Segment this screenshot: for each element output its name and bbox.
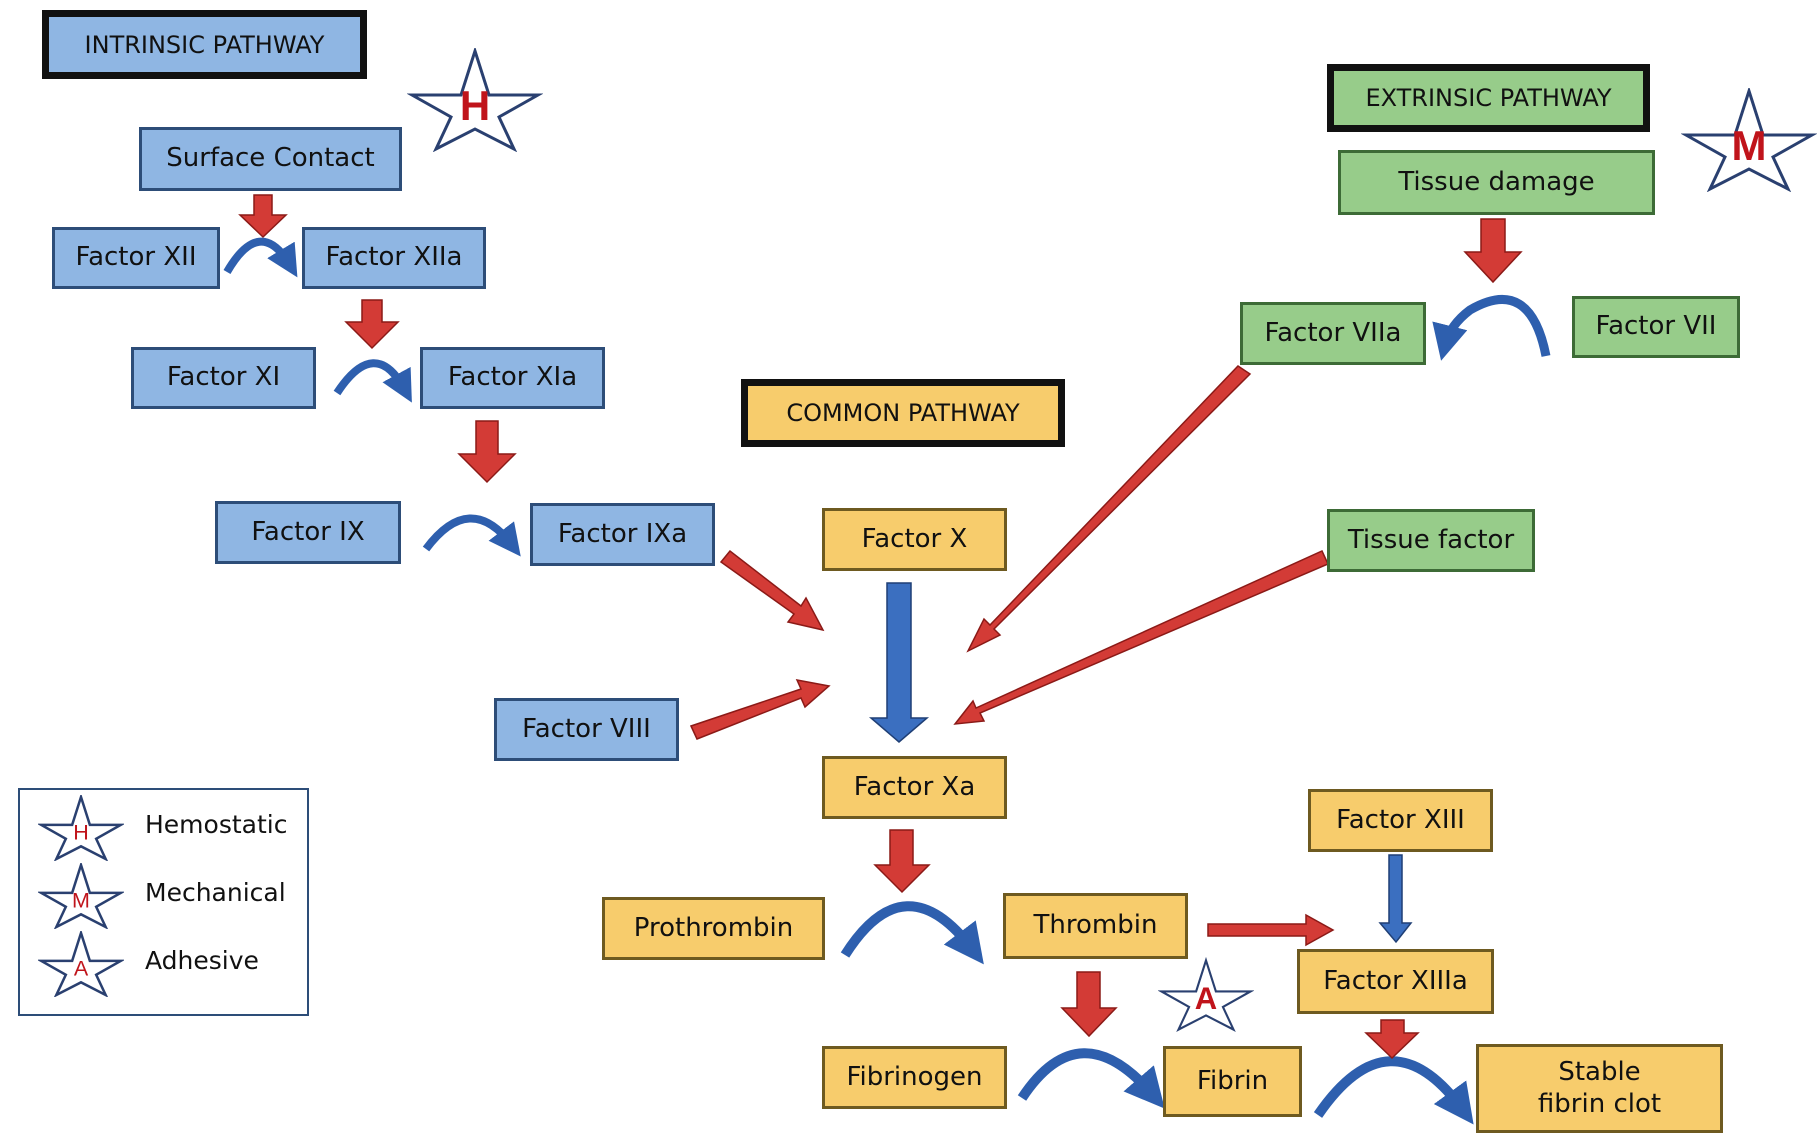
legend: H Hemostatic M Mechanical A Adhesive xyxy=(18,788,309,1016)
legend-label: Hemostatic xyxy=(145,810,288,839)
arrow-fibrinogen-to-fibrin xyxy=(1017,1048,1165,1109)
arrow-factor-ixa-to-x-to-xa xyxy=(719,549,825,632)
arrow-thrombin-to-factor-xiii xyxy=(1207,913,1335,947)
factor-xiia-node: Factor XIIa xyxy=(302,227,486,289)
legend-star-icon: A xyxy=(38,931,124,997)
arrow-factor-xiii-to-xiiia xyxy=(1378,854,1413,944)
arrow-factor-viii-to-x-to-xa xyxy=(689,678,831,740)
surface-contact-node: Surface Contact xyxy=(139,127,402,191)
legend-item-hemostatic: H Hemostatic xyxy=(20,795,307,861)
hemostatic-star-letter: H xyxy=(460,82,490,129)
adhesive-star-letter: A xyxy=(1195,981,1217,1016)
arrow-prothrombin-to-thrombin xyxy=(840,901,984,965)
arrow-factor-xi-to-xia xyxy=(333,359,412,403)
arrow-thrombin-to-fibrinogen xyxy=(1060,971,1118,1038)
factor-x-node: Factor X xyxy=(822,508,1007,571)
factor-ixa-node: Factor IXa xyxy=(530,503,715,566)
factor-xiiia-node: Factor XIIIa xyxy=(1297,949,1494,1014)
factor-xii-node: Factor XII xyxy=(52,227,220,289)
arrow-factor-vii-to-viia xyxy=(1432,295,1551,361)
factor-xi-node: Factor XI xyxy=(131,347,316,409)
stable-fibrin-clot-node: Stable fibrin clot xyxy=(1476,1044,1723,1133)
factor-xia-node: Factor XIa xyxy=(420,347,605,409)
arrow-factor-xii-to-xiia xyxy=(223,237,298,278)
legend-label: Mechanical xyxy=(145,878,286,907)
legend-star-icon: H xyxy=(38,795,124,861)
extrinsic-pathway-header: EXTRINSIC PATHWAY xyxy=(1327,64,1650,132)
factor-viii-node: Factor VIII xyxy=(494,698,679,761)
arrow-fibrin-to-stable-clot xyxy=(1313,1056,1474,1125)
mechanical-star-letter: M xyxy=(1732,122,1767,169)
factor-viia-node: Factor VIIa xyxy=(1240,302,1426,365)
factor-xiii-node: Factor XIII xyxy=(1308,789,1493,852)
tissue-damage-node: Tissue damage xyxy=(1338,150,1655,215)
arrow-factor-ix-to-ixa xyxy=(422,514,521,557)
legend-star-letter: H xyxy=(73,820,89,844)
adhesive-star-icon: A xyxy=(1158,955,1254,1035)
arrow-factor-xiia-to-factor-xi xyxy=(344,299,400,350)
factor-vii-node: Factor VII xyxy=(1572,296,1740,358)
legend-star-icon: M xyxy=(38,863,124,929)
fibrinogen-node: Fibrinogen xyxy=(822,1046,1007,1109)
hemostatic-star-icon: H xyxy=(407,48,543,152)
arrow-factor-xiiia-to-fibrin xyxy=(1364,1019,1420,1060)
arrow-factor-xia-to-factor-ix xyxy=(457,420,517,484)
arrow-factor-viia-to-x-to-xa xyxy=(966,365,1252,653)
arrow-surface-to-factor-xii xyxy=(238,194,288,239)
arrow-tissue-factor-to-x-to-xa xyxy=(953,550,1330,725)
thrombin-node: Thrombin xyxy=(1003,893,1188,959)
mechanical-star-icon: M xyxy=(1681,88,1817,192)
arrow-factor-x-to-xa xyxy=(868,582,930,743)
intrinsic-pathway-header: INTRINSIC PATHWAY xyxy=(42,10,367,79)
prothrombin-node: Prothrombin xyxy=(602,897,825,960)
legend-star-letter: A xyxy=(74,956,89,980)
legend-label: Adhesive xyxy=(145,946,259,975)
legend-star-letter: M xyxy=(72,888,90,912)
tissue-factor-node: Tissue factor xyxy=(1327,509,1535,572)
legend-item-adhesive: A Adhesive xyxy=(20,931,307,997)
arrow-tissue-damage-to-factor-vii xyxy=(1463,218,1523,284)
common-pathway-header: COMMON PATHWAY xyxy=(741,379,1065,447)
arrow-factor-xa-to-prothrombin xyxy=(873,829,931,894)
legend-item-mechanical: M Mechanical xyxy=(20,863,307,929)
factor-ix-node: Factor IX xyxy=(215,501,401,564)
fibrin-node: Fibrin xyxy=(1163,1046,1302,1117)
factor-xa-node: Factor Xa xyxy=(822,756,1007,819)
